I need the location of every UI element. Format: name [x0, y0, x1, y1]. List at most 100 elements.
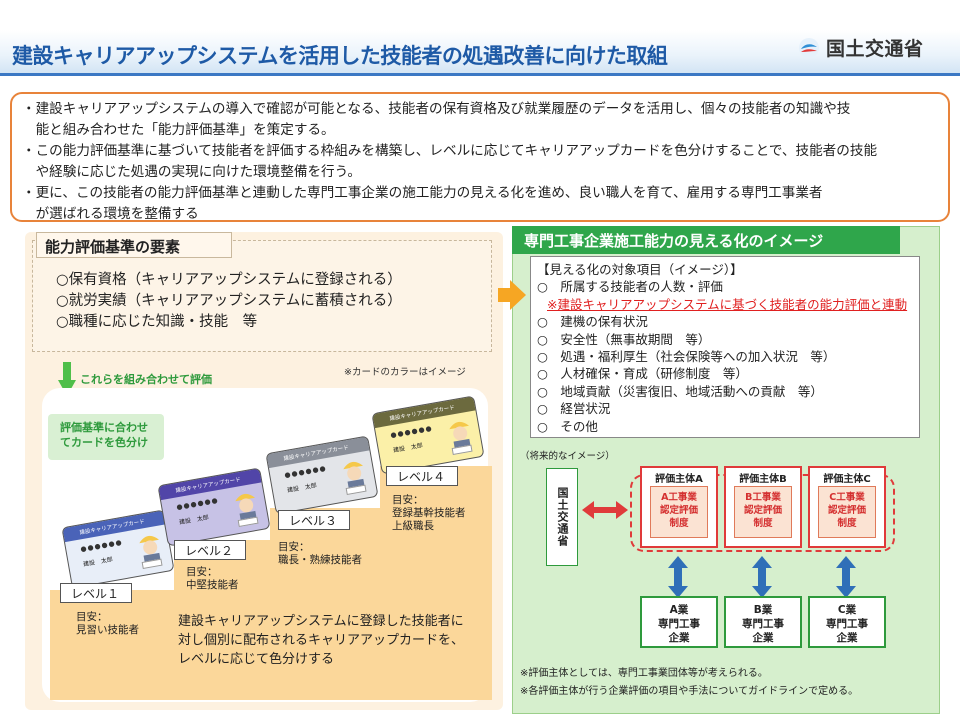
level-2-desc: 目安： 中堅技能者 [186, 566, 239, 592]
ent-line: 専門工事 [658, 618, 700, 630]
item: ○ 人材確保・育成（研修制度 等） [537, 366, 748, 382]
ministry-box: 国土交通省 [546, 468, 578, 566]
level-desc-line: 目安： [278, 541, 310, 553]
ministry-wave-logo-icon [799, 37, 819, 58]
level-3-desc: 目安： 職長・熟練技能者 [278, 541, 362, 567]
body-head: 評価主体A [655, 474, 703, 485]
career-card-level2: 建設キャリアアップカード ●●●●●● 建設 太郎 [157, 467, 271, 547]
level-desc-line: 見習い技能者 [76, 624, 139, 636]
requirements-box [32, 240, 492, 352]
red-double-arrow-icon [582, 501, 628, 519]
footnote: ※評価主体としては、専門工事業団体等が考えられる。 [520, 668, 768, 679]
body-head: 評価主体B [739, 474, 787, 485]
card-color-note: ※カードのカラーはイメージ [344, 367, 466, 378]
card-distribution-text: 建設キャリアアップシステムに登録した技能者に 対し個別に配布されるキャリアアップ… [178, 612, 464, 669]
summary-line: 能と組み合わせた「能力評価基準」を策定する。 [22, 122, 335, 138]
cert-line: 制度 [669, 518, 689, 529]
summary-line: ・建設キャリアアップシステムの導入で確認が可能となる、技能者の保有資格及び就業履… [22, 101, 851, 117]
card-holder-name: 建設 太郎 [392, 442, 424, 455]
card-id-dots: ●●●●●● [283, 464, 328, 480]
items-heading: 【見える化の対象項目（イメージ）】 [537, 262, 743, 277]
summary-line: が選ばれる環境を整備する [22, 206, 199, 222]
requirement-item: ○職種に応じた知識・技能 等 [56, 314, 258, 330]
enterprise-b: B業 専門工事 企業 [724, 596, 802, 648]
cert-line: 認定評価 [743, 505, 782, 516]
cert-line: C工事業 [829, 492, 865, 503]
summary-line: や経験に応じた処遇の実現に向けた環境整備を行う。 [22, 164, 362, 180]
ent-line: 専門工事 [826, 618, 868, 630]
ent-line: 企業 [668, 632, 690, 644]
card-holder-name: 建設 太郎 [82, 556, 114, 569]
card-id-dots: ●●●●●● [389, 424, 434, 440]
item: ○ 安全性（無事故期間 等） [537, 331, 711, 347]
body-certification: C工事業 認定評価 制度 [818, 486, 876, 538]
blue-vertical-arrow-icon [836, 556, 856, 598]
orange-right-arrow-icon [498, 280, 526, 310]
level-desc-line: 目安： [186, 566, 218, 578]
level-1-label: レベル１ [60, 583, 132, 603]
enterprise-c: C業 専門工事 企業 [808, 596, 886, 648]
ministry-name: 国土交通省 [826, 38, 924, 60]
level-2-label: レベル２ [174, 540, 246, 560]
requirements-title: 能力評価基準の要素 [36, 232, 232, 258]
evaluation-body-a: 評価主体A A工事業 認定評価 制度 [640, 466, 718, 548]
requirement-item: ○保有資格（キャリアアップシステムに登録される） [56, 272, 402, 288]
body-certification: B工事業 認定評価 制度 [734, 486, 792, 538]
enterprise-a: A業 専門工事 企業 [640, 596, 718, 648]
right-panel-title: 専門工事企業施工能力の見える化のイメージ [512, 226, 900, 254]
level-desc-line: 中堅技能者 [186, 579, 239, 591]
level-desc-line: 登録基幹技能者 [392, 507, 466, 519]
blue-vertical-arrow-icon [752, 556, 772, 598]
level-desc-line: 目安： [392, 494, 424, 506]
cert-line: 認定評価 [827, 505, 866, 516]
visualization-items-box: 【見える化の対象項目（イメージ）】 ○ 所属する技能者の人数・評価 ※建設キャリ… [530, 256, 920, 438]
career-card-level3: 建設キャリアアップカード ●●●●●● 建設 太郎 [265, 435, 379, 515]
item: ○ 建機の保有状況 [537, 314, 648, 330]
level-desc-line: 職長・熟練技能者 [278, 554, 362, 566]
level-3-label: レベル３ [278, 510, 350, 530]
career-card-level4: 建設キャリアアップカード ●●●●●● 建設 太郎 [371, 395, 485, 475]
cert-line: 認定評価 [659, 505, 698, 516]
summary-line: ・更に、この技能者の能力評価基準と連動した専門工事企業の施工能力の見える化を進め… [22, 185, 823, 201]
color-coding-tag: 評価基準に合わせ てカードを色分け [48, 414, 164, 460]
color-tag-line: てカードを色分け [60, 436, 148, 449]
level-1-desc: 目安： 見習い技能者 [76, 611, 139, 637]
card-holder-name: 建設 太郎 [286, 482, 318, 495]
card-id-dots: ●●●●●● [175, 496, 220, 512]
ent-line: 企業 [752, 632, 774, 644]
card-holder-name: 建設 太郎 [178, 514, 210, 527]
ent-line: 専門工事 [742, 618, 784, 630]
title-underline [0, 73, 960, 76]
summary-box: ・建設キャリアアップシステムの導入で確認が可能となる、技能者の保有資格及び就業履… [10, 92, 950, 222]
text-line: 対し個別に配布されるキャリアアップカードを、 [178, 633, 465, 648]
body-head: 評価主体C [823, 474, 871, 485]
future-image-label: （将来的なイメージ） [520, 451, 615, 462]
level-desc-line: 目安： [76, 611, 108, 623]
item: ○ 処遇・福利厚生（社会保険等への加入状況 等） [537, 349, 836, 365]
evaluation-body-c: 評価主体C C工事業 認定評価 制度 [808, 466, 886, 548]
title-bar: 建設キャリアアップシステムを活用した技能者の処遇改善に向けた取組 [0, 30, 960, 76]
ent-line: B業 [753, 604, 773, 616]
cert-line: 制度 [753, 518, 773, 529]
color-tag-line: 評価基準に合わせ [60, 421, 148, 434]
item: ○ その他 [537, 418, 598, 434]
page-title: 建設キャリアアップシステムを活用した技能者の処遇改善に向けた取組 [12, 44, 668, 68]
body-certification: A工事業 認定評価 制度 [650, 486, 708, 538]
blue-vertical-arrow-icon [668, 556, 688, 598]
level-4-desc: 目安： 登録基幹技能者 上級職長 [392, 494, 466, 533]
cert-line: B工事業 [745, 492, 781, 503]
text-line: レベルに応じて色分けする [178, 652, 335, 667]
linked-evaluation-note: ※建設キャリアアップシステムに基づく技能者の能力評価と連動 [547, 296, 908, 312]
level-desc-line: 上級職長 [392, 520, 434, 532]
card-id-dots: ●●●●●● [79, 538, 124, 554]
career-card-level1: 建設キャリアアップカード ●●●●●● 建設 太郎 [61, 509, 175, 589]
ministry-logo: 国土交通省 [798, 34, 924, 61]
cert-line: A工事業 [661, 492, 697, 503]
ent-line: A業 [669, 604, 689, 616]
ent-line: C業 [837, 604, 857, 616]
text-line: 建設キャリアアップシステムに登録した技能者に [178, 614, 464, 629]
footnote: ※各評価主体が行う企業評価の項目や手法についてガイドラインで定める。 [520, 686, 859, 697]
level-4-label: レベル４ [386, 466, 458, 486]
requirement-item: ○就労実績（キャリアアップシステムに蓄積される） [56, 293, 402, 309]
evaluation-body-b: 評価主体B B工事業 認定評価 制度 [724, 466, 802, 548]
